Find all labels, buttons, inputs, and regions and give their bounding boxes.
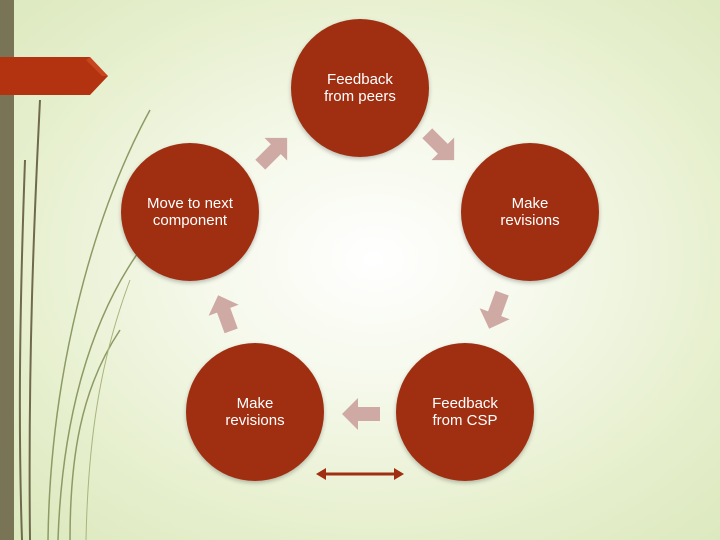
arrow-bottom-right-to-bottom-left <box>338 390 386 438</box>
node-make-revisions-right: Make revisions <box>461 143 599 281</box>
node-feedback-from-csp: Feedback from CSP <box>396 343 534 481</box>
node-label: Move to next component <box>147 195 233 229</box>
arrow-top-to-right <box>416 122 464 170</box>
node-make-revisions-left: Make revisions <box>186 343 324 481</box>
double-headed-arrow <box>316 466 404 482</box>
decorative-grass <box>0 0 170 540</box>
node-label: Make revisions <box>225 395 284 429</box>
node-label: Feedback from CSP <box>432 395 498 429</box>
node-label: Feedback from peers <box>324 71 396 105</box>
node-move-to-next-component: Move to next component <box>121 143 259 281</box>
arrow-bottom-left-to-left <box>201 290 249 338</box>
arrow-left-to-top <box>249 128 297 176</box>
node-label: Make revisions <box>500 195 559 229</box>
arrow-right-to-bottom-right <box>472 286 520 334</box>
node-feedback-from-peers: Feedback from peers <box>291 19 429 157</box>
